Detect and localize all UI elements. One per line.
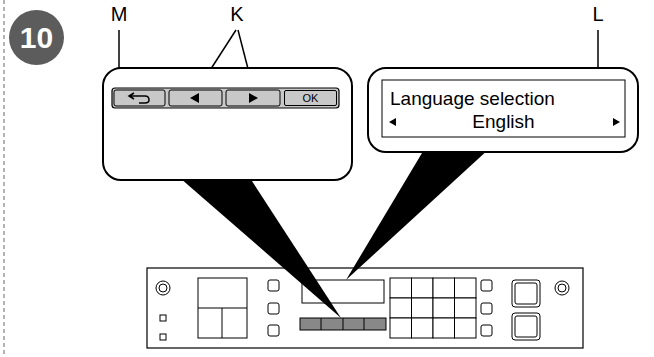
step-number-badge: 10 [9, 10, 64, 65]
callout-letter: L [592, 3, 603, 25]
lcd-title: Language selection [390, 89, 555, 110]
callout-letter: M [111, 3, 128, 25]
lcd-value: English [472, 112, 534, 133]
ok-button: OK [284, 90, 337, 106]
callout-letter: K [230, 3, 243, 25]
lcd-screen: Language selectionEnglish [383, 81, 624, 136]
button-label: OK [303, 92, 319, 104]
step-number: 10 [20, 21, 53, 54]
